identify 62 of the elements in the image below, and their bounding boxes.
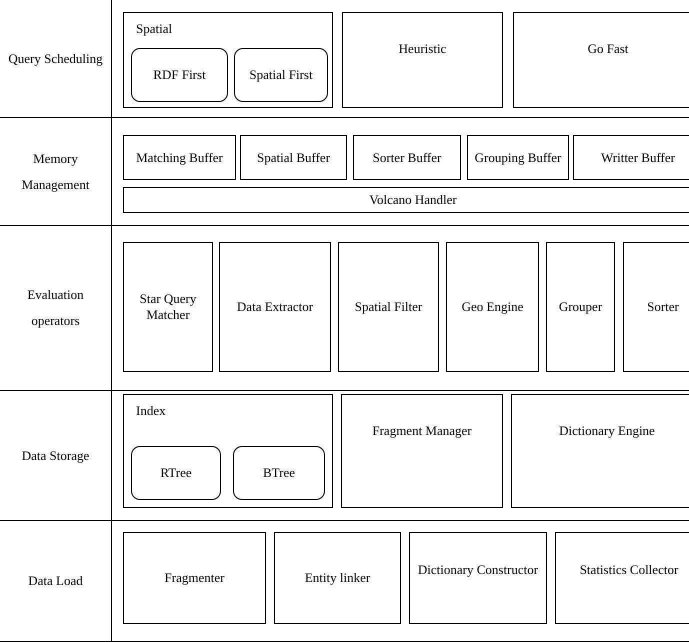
layer-band — [0, 226, 689, 391]
layer-label: Query Scheduling — [0, 0, 112, 117]
component-box — [342, 12, 503, 108]
module-panel — [123, 394, 333, 508]
component-label: BTree — [262, 464, 296, 482]
layer-band — [0, 521, 689, 642]
component-label: Heuristic — [398, 41, 448, 58]
rounded-box — [233, 446, 325, 500]
component-box — [555, 532, 689, 624]
rounded-box — [131, 446, 221, 500]
component-label: Statistics Collector — [578, 561, 680, 580]
component-box — [123, 242, 213, 372]
rounded-box — [234, 48, 328, 102]
layer-label: Data Storage — [0, 391, 112, 520]
component-box — [123, 187, 689, 213]
component-label: Matching Buffer — [135, 149, 224, 166]
component-box — [123, 532, 266, 624]
component-label: Sorter Buffer — [372, 149, 442, 166]
layer-band — [0, 0, 689, 118]
component-label: Fragment Manager — [371, 422, 473, 440]
component-label: Star Query Matcher — [138, 290, 198, 324]
component-label: Volcano Handler — [368, 192, 458, 208]
component-box — [573, 135, 689, 180]
component-label: Writter Buffer — [600, 149, 676, 166]
component-box — [467, 135, 569, 180]
layer-band — [0, 118, 689, 226]
component-label: Go Fast — [586, 41, 630, 58]
module-title: Index — [136, 403, 166, 420]
layer-band — [0, 391, 689, 521]
component-box — [513, 12, 689, 108]
component-box — [623, 242, 689, 372]
component-label: Spatial Buffer — [256, 149, 332, 166]
component-box — [240, 135, 347, 180]
component-label: RTree — [159, 464, 193, 482]
component-box — [338, 242, 439, 372]
component-box — [511, 394, 689, 508]
component-box — [353, 135, 461, 180]
component-label: Spatial First — [248, 66, 314, 84]
layer-label: Data Load — [0, 521, 112, 641]
component-label: Data Extractor — [236, 298, 314, 316]
component-label: Fragmenter — [164, 570, 226, 586]
component-label: Entity linker — [304, 570, 372, 586]
component-box — [446, 242, 539, 372]
component-box — [409, 532, 547, 624]
component-box — [341, 394, 503, 508]
module-title: Spatial — [136, 21, 172, 38]
rounded-box — [131, 48, 228, 102]
component-box — [123, 135, 236, 180]
component-label: Sorter — [646, 298, 680, 316]
component-box — [546, 242, 615, 372]
component-label: Dictionary Engine — [558, 422, 656, 440]
layer-label: Evaluation operators — [0, 226, 112, 390]
module-panel — [123, 12, 333, 108]
component-box — [274, 532, 401, 624]
component-label: Grouper — [558, 298, 604, 316]
layer-label: Memory Management — [0, 118, 112, 225]
component-label: Dictionary Constructor — [416, 562, 540, 578]
component-box — [219, 242, 331, 372]
component-label: RDF First — [152, 66, 207, 84]
component-label: Spatial Filter — [354, 298, 424, 316]
component-label: Geo Engine — [460, 298, 524, 316]
component-label: Grouping Buffer — [474, 149, 562, 166]
